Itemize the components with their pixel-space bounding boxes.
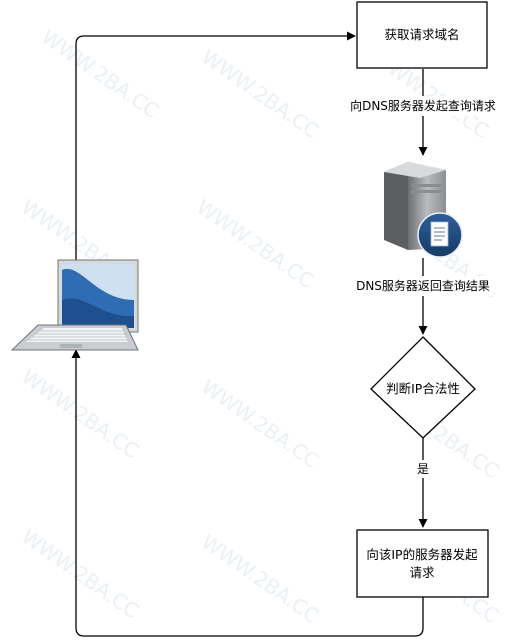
node-get-domain: 获取请求域名 <box>356 1 488 69</box>
edge-label-bg <box>341 276 505 296</box>
edge-laptop-to-domain <box>75 31 356 262</box>
dns-server-icon <box>384 162 463 258</box>
edge-label-bg <box>414 460 432 478</box>
edges <box>71 31 428 637</box>
node-check-ip: 判断IP合法性 <box>370 336 476 439</box>
server-top <box>384 162 446 178</box>
node-box <box>356 1 488 69</box>
node-label-request-line2: 请求 <box>409 565 435 580</box>
edge-label-dns-result: DNS服务器返回查询结果 <box>356 278 490 293</box>
laptop-keyboard <box>26 328 128 342</box>
watermark-text: WWW.2BA.CC <box>17 524 143 622</box>
laptop-keys <box>28 330 128 341</box>
document-page <box>430 221 449 247</box>
edge-label-bg <box>346 96 498 116</box>
edge-label-yes: 是 <box>417 462 429 476</box>
watermark-text: WWW.2BA.CC <box>17 364 143 462</box>
server-side <box>384 162 408 250</box>
laptop-icon <box>10 259 139 351</box>
server-bay <box>411 190 441 193</box>
watermark-text: WWW.2BA.CC <box>192 194 318 292</box>
node-label-get-domain: 获取请求域名 <box>384 27 459 42</box>
watermark-text: WWW.2BA.CC <box>197 44 323 142</box>
node-label-check-ip: 判断IP合法性 <box>386 381 460 396</box>
laptop-trackpad <box>60 344 82 348</box>
watermark-text: WWW.2BA.CC <box>197 374 323 472</box>
watermark-text: WWW.2BA.CC <box>197 529 323 627</box>
decision-diamond <box>370 336 476 439</box>
laptop-wallpaper-shade <box>62 298 134 328</box>
edge-label-query-dns: 向DNS服务器发起查询请求 <box>350 98 496 113</box>
edge-request-to-laptop <box>71 349 424 637</box>
watermark-text: WWW.2BA.CC <box>37 24 163 122</box>
node-request-server: 向该IP的服务器发起 请求 <box>356 529 489 598</box>
node-box <box>356 529 489 598</box>
server-bay <box>411 184 441 187</box>
node-label-request-line1: 向该IP的服务器发起 <box>366 547 478 562</box>
